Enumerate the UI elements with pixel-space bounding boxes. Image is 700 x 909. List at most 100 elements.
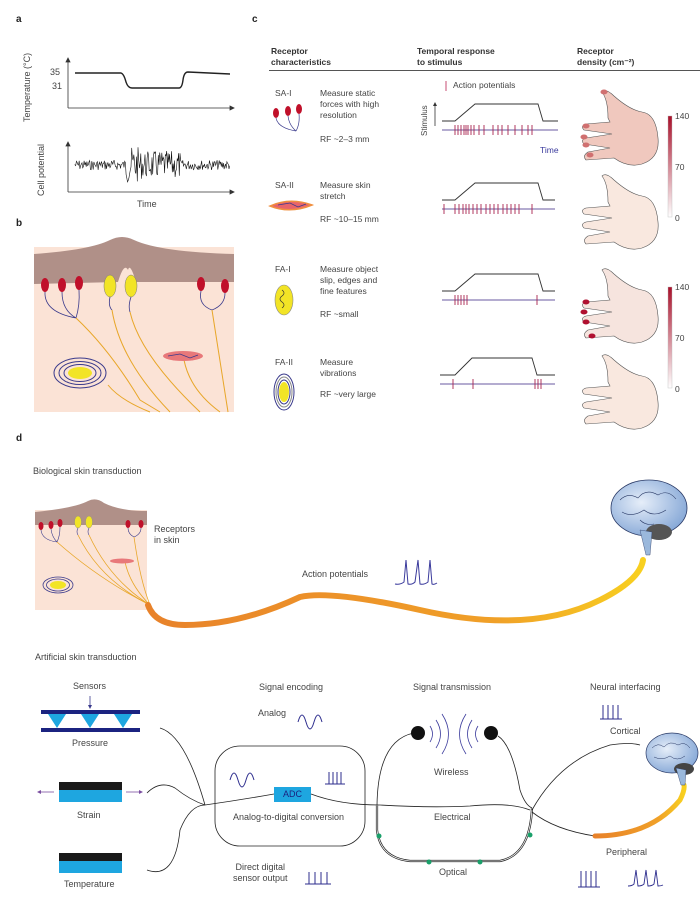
hand-map [580, 268, 659, 344]
pacinian-corpuscle [53, 357, 107, 389]
direct-digital-label: Direct digital sensor output [233, 862, 288, 885]
row-sa1-type: SA-I [275, 88, 292, 98]
fingertip-density [580, 309, 588, 315]
row-fa2-type: FA-II [275, 357, 293, 367]
peripheral-action-potentials [627, 869, 664, 887]
hand-density-maps [580, 89, 659, 430]
optical-label: Optical [439, 867, 468, 877]
temperature-label: Temperature [64, 879, 115, 889]
fa1-meissner-icon [274, 284, 294, 316]
sensors-label: Sensors [73, 681, 107, 691]
temporal-responses [440, 103, 558, 389]
colorbar2-tick-70: 70 [675, 333, 685, 343]
temperature-trace [75, 71, 231, 89]
header-temporal-response: Temporal response to stimulus [417, 46, 495, 68]
peripheral-label: Peripheral [606, 847, 648, 857]
header-divider [269, 70, 700, 71]
panel-label-d: d [16, 433, 23, 444]
cortical-label: Cortical [610, 726, 641, 736]
colorbar1-tick-70: 70 [675, 162, 685, 172]
signal-encoding-label: Signal encoding [259, 682, 324, 692]
desc-line: forces with high [320, 99, 380, 110]
colorbar2-tick-0: 0 [675, 384, 680, 394]
cortical-wire [531, 743, 641, 811]
panel-label-c: c [252, 14, 258, 25]
row-sa1-desc: Measure static forces with high resoluti… [320, 88, 379, 121]
desc-line: slip, edges and [320, 275, 378, 286]
fingertip-density [600, 89, 608, 95]
signal-transmission-label: Signal transmission [413, 682, 492, 692]
row-fa1-rf: RF ~small [320, 309, 359, 319]
desc-line: vibrations [320, 368, 357, 379]
adc-conversion-label: Analog-to-digital conversion [233, 812, 345, 822]
hand-map [582, 354, 659, 430]
pressure-sensor [41, 696, 140, 732]
desc-line: Measure [320, 357, 354, 367]
pressure-label: Pressure [72, 738, 109, 748]
stimulus-trace [442, 273, 555, 292]
desc-line: stretch [320, 191, 346, 202]
hand-map [580, 89, 659, 166]
label-line: Direct digital [235, 862, 286, 872]
analog-wave-box [229, 772, 255, 788]
artificial-title: Artificial skin transduction [35, 652, 137, 662]
temperature-sensor [59, 853, 122, 873]
sensor-wires [146, 727, 531, 872]
header-line: to stimulus [417, 57, 463, 68]
fingertip-density [582, 319, 590, 325]
ruffini-ending [163, 351, 203, 361]
label-line: Receptors [154, 524, 196, 534]
sa1-merkel-icon [273, 104, 302, 132]
strain-sensor [37, 782, 143, 802]
time-axis-label: Time [137, 199, 157, 209]
mini-skin-diagram [35, 499, 151, 610]
desc-line: Measure skin [320, 180, 371, 190]
row-sa1-rf: RF ~2–3 mm [320, 134, 370, 144]
header-line: characteristics [271, 57, 332, 68]
panel-label-a: a [16, 14, 22, 25]
wireless-transmitter [376, 713, 449, 806]
header-line: density (cm⁻²) [577, 57, 635, 68]
adc-block: ADC [274, 787, 311, 802]
row-fa1-desc: Measure object slip, edges and fine feat… [320, 264, 378, 297]
fingertip-density [588, 333, 596, 339]
fingertip-density [582, 299, 590, 305]
row-fa2-desc: Measure vibrations [320, 357, 356, 379]
label-line: sensor output [233, 873, 288, 884]
row-sa2-rf: RF ~10–15 mm [320, 214, 379, 224]
peripheral-nerve [592, 782, 687, 839]
row-fa1-type: FA-I [275, 264, 291, 274]
stimulus-trace [442, 103, 558, 122]
fingertip-density [582, 142, 590, 148]
brain-icon-bio [610, 479, 688, 556]
colorbar2-tick-140: 140 [675, 282, 690, 292]
temperature-axes [65, 57, 235, 111]
neural-interfacing-label: Neural interfacing [590, 682, 661, 692]
row-fa2-rf: RF ~very large [320, 389, 376, 399]
desc-line: Measure object [320, 264, 379, 274]
digital-pulses-box [325, 772, 345, 785]
meissner-corpuscles [103, 274, 138, 298]
adc-enclosure [214, 745, 366, 847]
stimulus-trace [442, 182, 555, 201]
merkel-cells-right [197, 277, 229, 293]
action-potential-spikes-bio [394, 559, 438, 585]
wireless-receiver [459, 713, 533, 809]
header-line: Temporal response [417, 46, 495, 56]
cell-potential-axes [65, 141, 235, 195]
header-receptor-characteristics: Receptor characteristics [271, 46, 331, 68]
action-potentials-legend: Action potentials [453, 80, 516, 90]
electrical-label: Electrical [434, 812, 471, 822]
desc-line: fine features [320, 286, 367, 297]
biological-title: Biological skin transduction [33, 466, 142, 476]
fingertip-density [582, 123, 590, 129]
header-line: Receptor [271, 46, 308, 56]
cell-potential-trace [74, 147, 230, 183]
analog-label: Analog [258, 708, 287, 718]
desc-line: resolution [320, 110, 357, 121]
peripheral-wire [531, 811, 596, 837]
cortical-pulses [600, 705, 622, 720]
